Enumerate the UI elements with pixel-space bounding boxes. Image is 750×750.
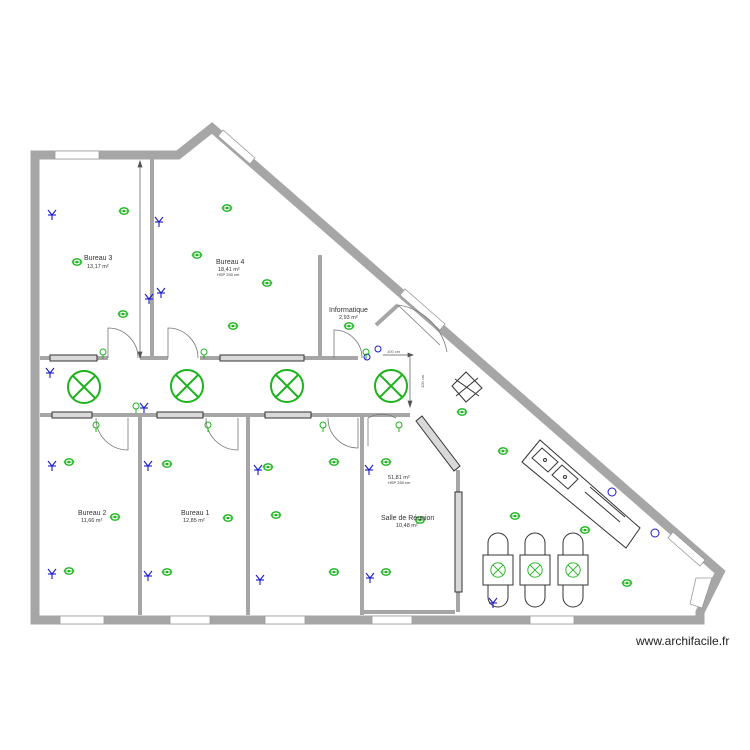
- dining-tables: [482, 532, 589, 608]
- dimension-label-top: 100 cm: [387, 349, 401, 354]
- room-name-bureau-3: Bureau 3: [84, 255, 113, 262]
- cabinets: [49, 354, 463, 593]
- ceiling-spots: [62, 204, 634, 587]
- room-name-bureau-2: Bureau 2: [78, 510, 107, 517]
- wall-sockets: [363, 345, 660, 538]
- corridor-lights: [67, 369, 408, 404]
- kitchen-counter: [521, 439, 641, 549]
- room-area-bureau-2: 11,66 m²: [81, 518, 102, 524]
- room-name-salle: Salle de Réunion: [381, 515, 434, 522]
- interior-walls: [40, 155, 460, 615]
- room-name-bureau-4: Bureau 4: [216, 259, 245, 266]
- room-hsp-bureau-4: HSP 250 cm: [217, 272, 240, 277]
- dimension-label-side: 100 cm: [420, 374, 425, 388]
- room-area-salle: 10,48 m²: [396, 523, 418, 529]
- outer-walls: [30, 122, 726, 625]
- watermark-text[interactable]: www.archifacile.fr: [636, 634, 730, 648]
- doors: [95, 304, 448, 451]
- room-area-bureau-1: 12,85 m²: [183, 518, 205, 524]
- dimension-lines: [137, 159, 414, 409]
- electrical-outlets: [45, 209, 498, 609]
- corridor-hsp: HSP 250 cm: [388, 480, 411, 485]
- room-area-bureau-4: 18,41 m²: [218, 267, 240, 273]
- room-area-bureau-3: 13,17 m²: [87, 264, 109, 270]
- room-area-informatique: 2,93 m²: [339, 315, 358, 321]
- room-name-bureau-1: Bureau 1: [181, 510, 210, 517]
- corridor-area: 51,81 m²: [388, 475, 410, 481]
- room-name-informatique: Informatique: [329, 307, 368, 314]
- equipment-box: [451, 371, 483, 403]
